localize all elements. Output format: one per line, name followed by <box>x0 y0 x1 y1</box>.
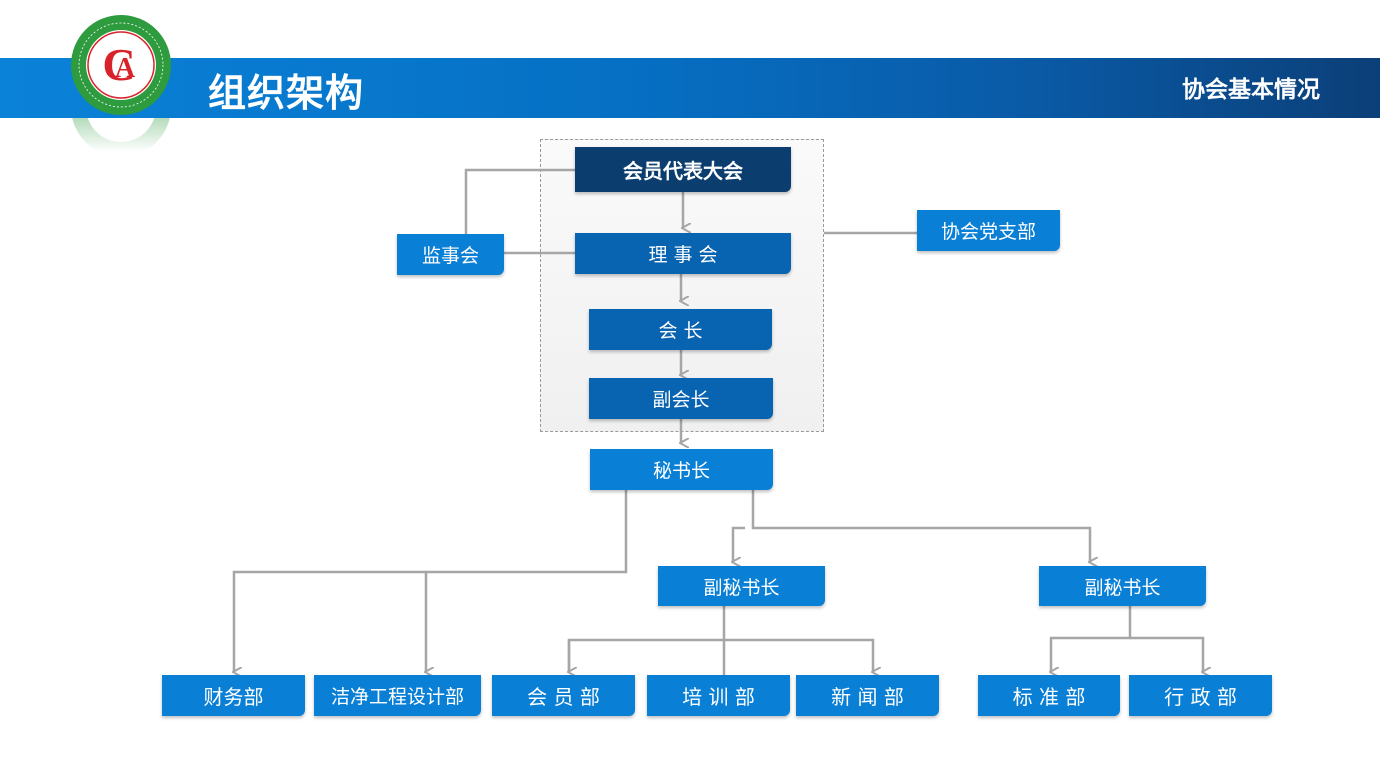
node-party-branch: 协会党支部 <box>917 210 1060 251</box>
association-logo-icon: C A <box>71 15 171 115</box>
svg-text:A: A <box>115 53 136 84</box>
node-dept-administration: 行 政 部 <box>1129 675 1272 716</box>
svg-text:C: C <box>102 39 135 90</box>
node-dept-training: 培 训 部 <box>647 675 790 716</box>
node-vice-president: 副会长 <box>589 378 773 419</box>
node-council: 理 事 会 <box>575 233 791 274</box>
node-dept-standards: 标 准 部 <box>978 675 1120 716</box>
node-dept-news: 新 闻 部 <box>796 675 939 716</box>
node-president: 会 长 <box>589 309 772 350</box>
page-title: 组织架构 <box>208 71 365 115</box>
header-bar <box>0 58 1380 118</box>
node-dept-membership: 会 员 部 <box>492 675 635 716</box>
node-dept-finance: 财务部 <box>162 675 305 716</box>
node-deputy-secretary-2: 副秘书长 <box>1039 566 1206 606</box>
node-supervisory-board: 监事会 <box>397 234 504 275</box>
node-dept-clean-engineering: 洁净工程设计部 <box>314 675 481 716</box>
node-deputy-secretary-1: 副秘书长 <box>658 566 825 606</box>
logo-reflection <box>70 118 172 158</box>
node-members-assembly: 会员代表大会 <box>575 147 791 192</box>
node-secretary-general: 秘书长 <box>590 449 773 490</box>
section-title: 协会基本情况 <box>1182 77 1320 103</box>
